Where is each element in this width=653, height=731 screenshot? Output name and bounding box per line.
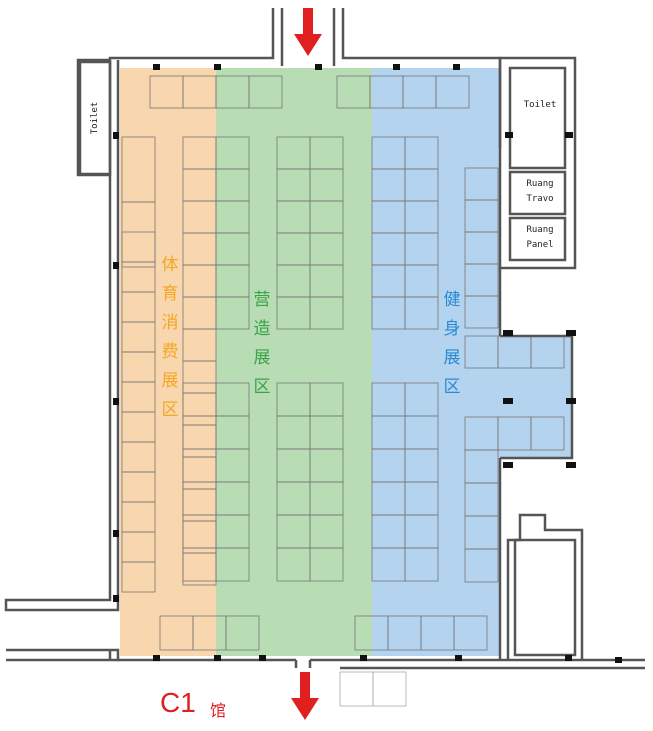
zone-label-char: 体	[162, 255, 179, 275]
booth[interactable]	[225, 615, 260, 651]
zone-label-char: 消	[162, 313, 179, 333]
booth[interactable]	[530, 416, 565, 451]
booth[interactable]	[309, 547, 344, 582]
toilet-right-label: Toilet	[524, 100, 557, 110]
column-markers	[113, 64, 622, 663]
zone-label-construction: 营 造 展 区	[254, 290, 271, 397]
ruang-travo-label-line1: Ruang	[526, 179, 553, 189]
booth[interactable]	[215, 547, 250, 582]
zone-label-fitness: 健 身 展 区	[444, 290, 461, 397]
booth[interactable]	[309, 296, 344, 330]
zone-construction[interactable]	[216, 68, 372, 656]
toilet-left-label: Toilet	[90, 102, 100, 135]
zone-label-char: 展	[254, 348, 271, 368]
zone-label-char: 费	[162, 342, 179, 362]
zone-label-char: 营	[254, 290, 271, 310]
hall-name: C1	[160, 687, 196, 718]
zone-label-char: 展	[162, 371, 179, 391]
zone-label-char: 健	[444, 290, 461, 310]
zone-label-sports-consumer: 体 育 消 费 展 区	[162, 255, 179, 420]
booth[interactable]	[453, 615, 488, 651]
ruang-panel-label-line1: Ruang	[526, 225, 553, 235]
booth[interactable]	[464, 548, 499, 583]
outdoor-booth[interactable]	[339, 671, 374, 707]
booth[interactable]	[248, 75, 283, 109]
zone-label-char: 造	[254, 319, 271, 339]
ruang-panel-label-line2: Panel	[526, 240, 553, 250]
entrance-arrow-icon	[294, 8, 322, 56]
booth[interactable]	[464, 295, 499, 329]
zone-label-char: 区	[254, 377, 271, 397]
booth[interactable]	[215, 296, 250, 330]
zone-label-char: 展	[444, 348, 461, 368]
zone-label-char: 区	[162, 400, 179, 420]
booth[interactable]	[435, 75, 470, 109]
zone-label-char: 育	[162, 284, 179, 304]
zone-fitness-extension[interactable]	[500, 336, 572, 458]
zone-fitness[interactable]	[372, 68, 500, 656]
booth[interactable]	[404, 296, 439, 330]
exit-arrow-icon	[291, 672, 319, 720]
zone-label-char: 区	[444, 377, 461, 397]
zone-label-char: 身	[444, 319, 461, 339]
outdoor-booth[interactable]	[372, 671, 407, 707]
booth-grid	[121, 75, 565, 707]
zone-sports-consumer[interactable]	[120, 68, 216, 656]
ruang-travo-label-line2: Travo	[526, 194, 553, 204]
booth[interactable]	[404, 547, 439, 582]
booth[interactable]	[121, 561, 156, 593]
hall-name-suffix: 馆	[210, 702, 226, 720]
